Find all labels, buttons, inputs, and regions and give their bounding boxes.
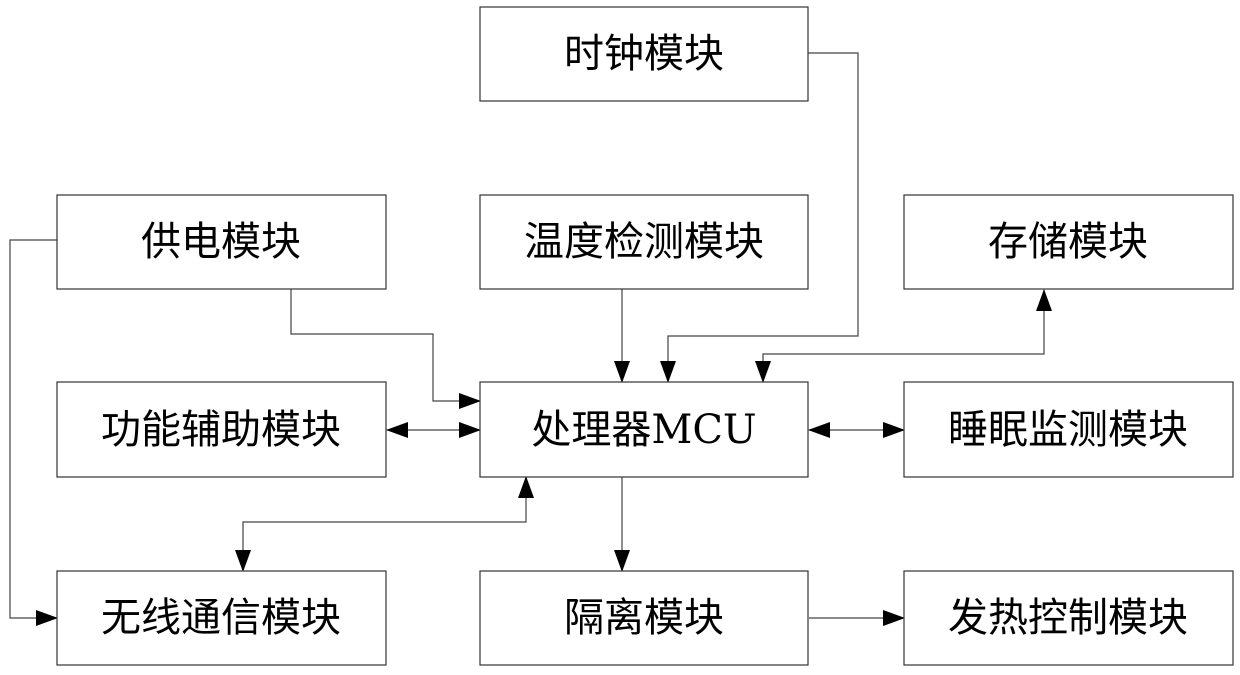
processor-mcu: 处理器MCU: [480, 382, 808, 477]
temperature-module: 温度检测模块: [480, 195, 808, 289]
temperature-module-label: 温度检测模块: [524, 219, 764, 265]
clock-module: 时钟模块: [480, 7, 808, 101]
wireless-module-label: 无线通信模块: [101, 595, 341, 641]
mcu-wireless-line: [243, 477, 526, 571]
storage-module-label: 存储模块: [988, 219, 1148, 265]
wireless-module: 无线通信模块: [57, 571, 386, 665]
power-to-wireless-line: [10, 240, 57, 618]
storage-module: 存储模块: [904, 195, 1233, 289]
power-module-label: 供电模块: [141, 219, 301, 265]
connectors: [10, 53, 1044, 618]
sleep-monitor-module-label: 睡眠监测模块: [948, 407, 1188, 453]
function-aux-module-label: 功能辅助模块: [101, 407, 341, 453]
clock-module-label: 时钟模块: [564, 31, 724, 77]
isolation-module: 隔离模块: [480, 571, 808, 665]
sleep-monitor-module: 睡眠监测模块: [904, 382, 1233, 477]
heating-control-module-label: 发热控制模块: [948, 595, 1188, 641]
power-module: 供电模块: [57, 195, 386, 289]
heating-control-module: 发热控制模块: [904, 571, 1233, 665]
isolation-module-label: 隔离模块: [564, 595, 724, 641]
function-aux-module: 功能辅助模块: [57, 382, 386, 477]
processor-mcu-label: 处理器MCU: [531, 407, 756, 453]
